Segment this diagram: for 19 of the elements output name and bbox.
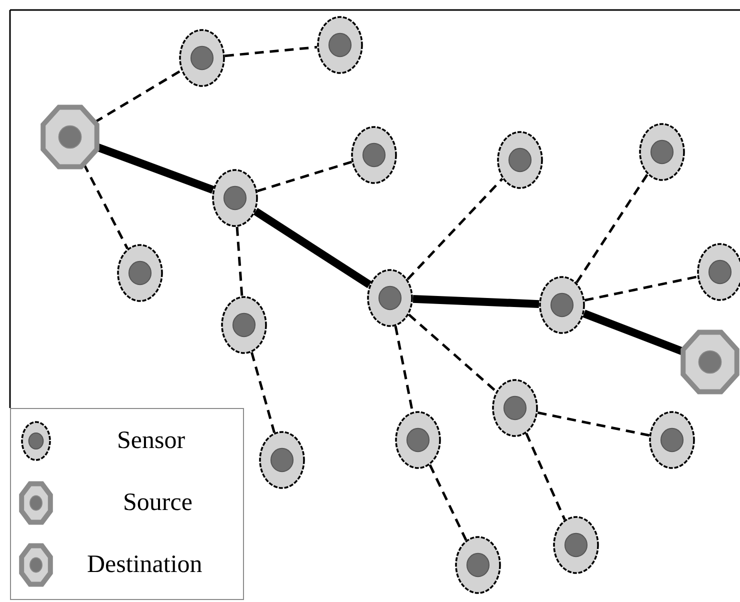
link-line [584, 276, 698, 302]
link-line [428, 464, 468, 541]
link-line [236, 226, 244, 296]
legend-label: Source [123, 489, 192, 517]
link-line [224, 46, 318, 58]
route-link [582, 310, 685, 356]
link-line [537, 411, 650, 437]
legend-label: Sensor [117, 427, 186, 455]
route-link [253, 208, 372, 288]
link-line [406, 178, 504, 280]
link-line [94, 69, 182, 124]
link-line [250, 352, 276, 433]
link-line [256, 160, 352, 192]
link-line [576, 174, 648, 284]
legend-label: Destination [87, 551, 202, 579]
link-line [82, 163, 129, 250]
route-link [412, 294, 540, 308]
link-line [408, 314, 497, 392]
link-line [525, 432, 566, 520]
